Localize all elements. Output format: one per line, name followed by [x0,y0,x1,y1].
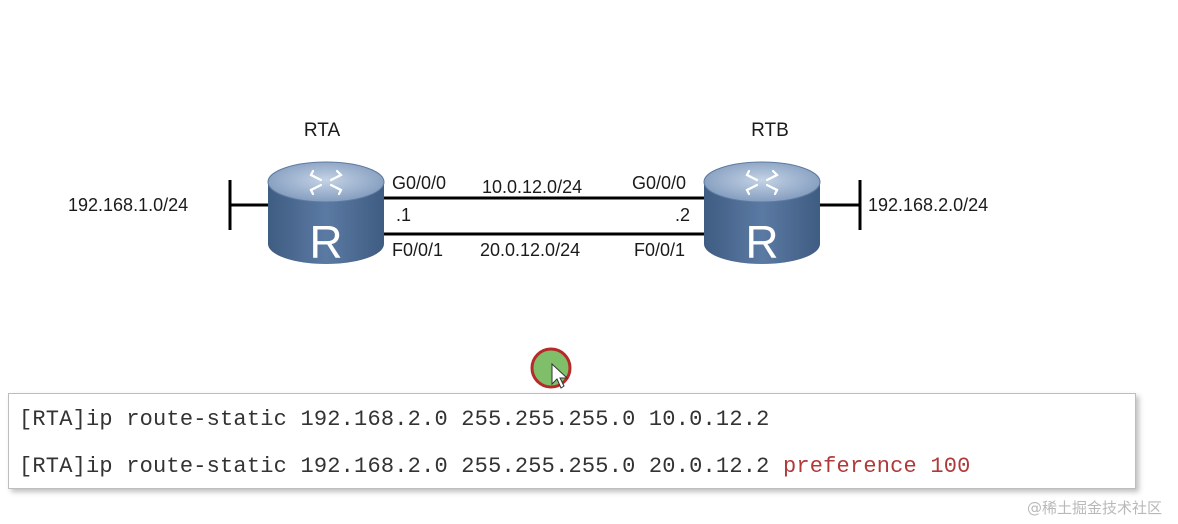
lan-left [228,180,270,230]
rtb-interface-f0-0-1: F0/0/1 [634,240,685,260]
rta-host-id: .1 [396,205,411,225]
router-rtb: R [703,161,821,268]
lan-left-label: 192.168.1.0/24 [68,195,188,215]
lan-right-label: 192.168.2.0/24 [868,195,988,215]
watermark: @稀土掘金技术社区 [1026,499,1162,517]
router-arrows-icon [309,169,343,196]
cli-command-line: [RTA]ip route-static 192.168.2.0 255.255… [19,407,770,432]
rta-interface-g0-0-0: G0/0/0 [392,173,446,193]
rtb-host-id: .2 [675,205,690,225]
link-network-20: 20.0.12.0/24 [480,240,580,260]
rta-interface-f0-0-1: F0/0/1 [392,240,443,260]
cli-command-text: [RTA]ip route-static 192.168.2.0 255.255… [19,407,770,432]
mouse-pointer-icon [551,362,569,389]
router-rta-name: RTA [304,120,341,141]
rtb-interface-g0-0-0: G0/0/0 [632,173,686,193]
router-rta-glyph: R [309,216,342,268]
cli-command-line: [RTA]ip route-static 192.168.2.0 255.255… [19,454,971,479]
router-arrows-icon [745,169,779,196]
router-rtb-glyph: R [745,216,778,268]
link-network-10: 10.0.12.0/24 [482,177,582,197]
cli-preference-keyword: preference 100 [782,454,971,479]
lan-right [815,180,862,230]
cli-command-text: [RTA]ip route-static 192.168.2.0 255.255… [19,454,783,479]
router-rtb-name: RTB [751,120,789,141]
router-rta: R [267,161,385,268]
cursor-highlight-icon [530,347,572,389]
cli-config-box: [RTA]ip route-static 192.168.2.0 255.255… [8,393,1136,489]
